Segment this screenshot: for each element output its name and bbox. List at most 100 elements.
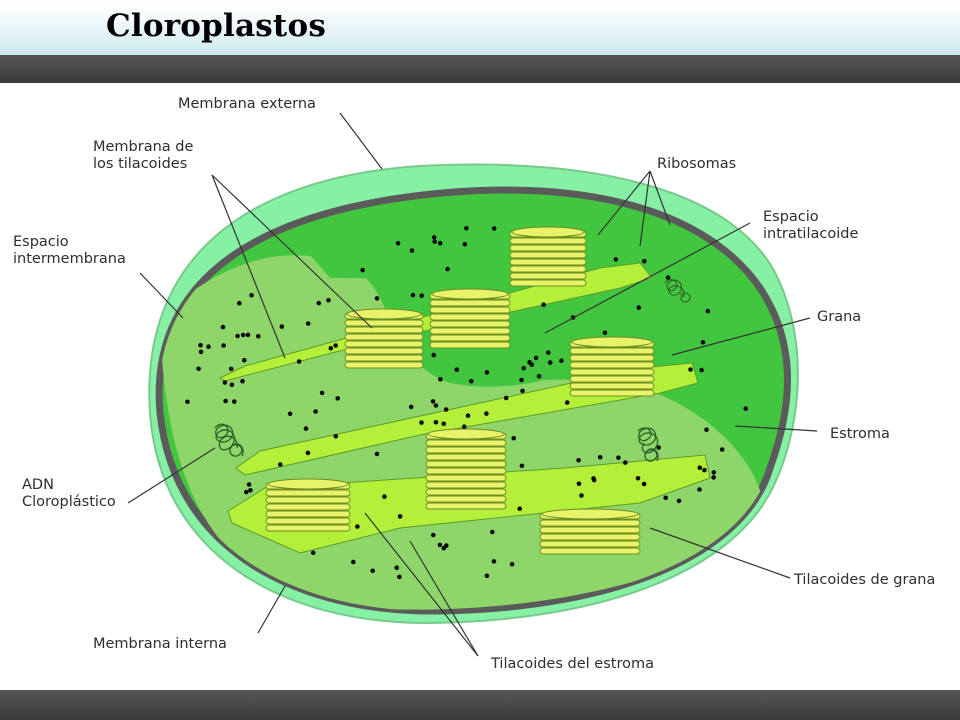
ribosome-dot [222,380,228,385]
granum-cap [541,508,639,520]
granum-disc [425,460,507,468]
chloroplast-illustration [127,112,818,657]
ribosome-dot [559,358,564,364]
ribosome-dot [454,367,460,373]
ribosome-dot [623,460,628,465]
granum-disc [344,361,424,369]
ribosome-dot [326,298,331,303]
ribosome-dot [185,399,190,405]
granum-cap [431,288,509,300]
granum-disc [539,533,641,541]
ribosome-dot [547,360,553,365]
ribosome-dot [517,506,522,512]
ribosome-dot [432,239,438,244]
ribosome-dot [613,257,619,262]
granum-disc [509,272,587,280]
ribosome-dot [437,240,443,246]
ribosome-dot [441,421,447,427]
ribosome-dot [484,573,490,579]
ribosome-dot [437,542,443,548]
ribosome-dot [536,374,542,379]
granum-disc [509,265,587,273]
ribosome-dot [700,340,706,345]
leader-lines [127,112,818,657]
granum-disc [509,258,587,266]
ribosome-dot [533,355,539,361]
ribosome-dot [597,455,603,460]
ribosome-dot [229,382,235,388]
ribosome-dot [705,308,711,314]
ribosome-dot [444,543,449,548]
granum-disc [344,333,424,341]
granum-cap [267,478,349,490]
granum-disc [344,319,424,327]
ribosome-dot [310,550,316,556]
ribosome-dot [484,411,489,416]
ribosome-dot [242,357,247,363]
granum-disc [265,517,351,525]
granum-disc [344,340,424,348]
granum-disc [425,467,507,475]
ribosome-dot [443,407,449,412]
granum-stack [569,336,655,397]
ribosome-dot [462,242,468,247]
ribosome-dot [196,366,201,372]
ribosome-dot [237,300,242,306]
ribosome-dot [519,377,524,383]
bottom-divider-band [0,690,960,720]
granum-stack [425,428,507,510]
granum-disc [429,299,511,307]
ribosome-dot [464,226,469,231]
ribosome-dot [602,330,608,336]
ribosome-dot [397,574,402,580]
ribosome-dot [287,411,293,417]
granum-disc [539,540,641,548]
ribosome-dot [641,481,647,487]
granum-disc [429,306,511,314]
ribosome-dot [303,426,309,431]
granum-disc [539,519,641,527]
label-membrana-tilacoides: Membrana de los tilacoides [93,139,194,172]
ribosome-dot [541,302,546,307]
ribosome-dot [719,447,725,452]
dna-cluster [637,427,659,462]
ribosome-dot [430,399,436,404]
ribosome-dot [635,476,641,481]
ribosome-dot [249,293,254,298]
ribosome-dot [636,305,642,310]
granum-disc [569,389,655,397]
granum-disc [425,481,507,489]
ribosome-dot [246,482,252,487]
ribosome-dot [433,420,439,425]
ribosome-dot [395,241,401,246]
ribosome-dot [333,434,339,439]
label-membrana-interna: Membrana interna [93,636,227,652]
granum-disc [265,496,351,504]
ribosome-dot [370,568,376,574]
ribosome-dot [409,248,415,253]
page-title: Cloroplastos [106,8,326,44]
granum-cap [427,428,505,440]
ribosome-dot [688,367,693,372]
granum-disc [509,237,587,245]
ribosome-dot [445,266,450,272]
ribosome-dot [546,350,551,355]
ribosome-dot [591,476,596,481]
ribosomes [185,226,748,580]
ribosome-dot [702,467,707,473]
ribosome-dot [469,378,474,384]
label-grana: Grana [817,309,862,325]
label-tilacoides-de-grana: Tilacoides de grana [794,572,936,588]
ribosome-dot [228,366,234,372]
ribosome-dot [198,349,204,355]
granum-disc [344,354,424,362]
ribosome-dot [305,321,311,326]
granum-disc [425,474,507,482]
ribosome-dot [711,470,717,475]
granum-disc [569,382,655,390]
ribosome-dot [431,352,437,358]
ribosome-dot [408,404,414,410]
ribosome-dot [579,493,584,498]
label-espacio-intratilacoide: Espacio intratilacoide [763,209,859,242]
ribosome-dot [221,343,226,348]
